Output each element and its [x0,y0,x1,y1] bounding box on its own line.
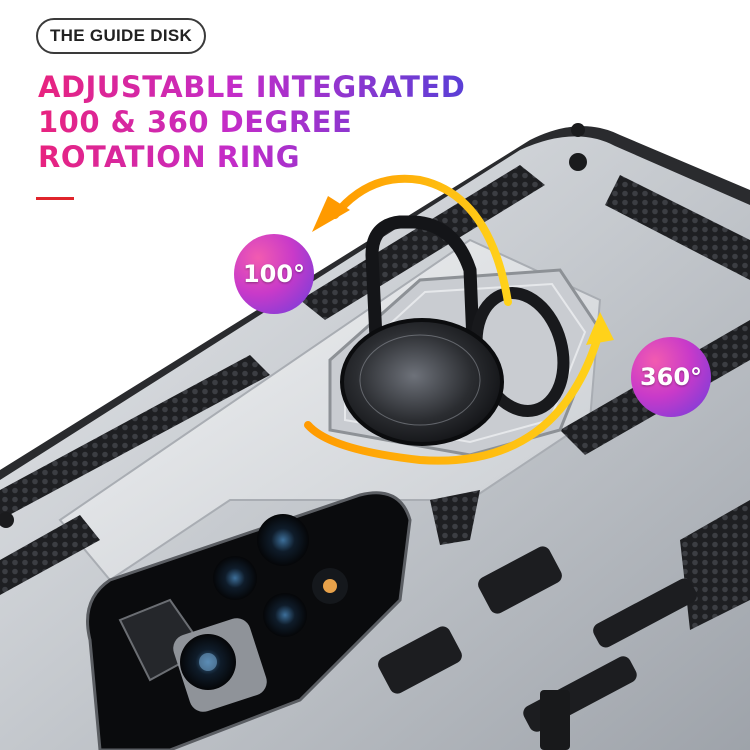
feature-headline: ADJUSTABLE INTEGRATED 100 & 360 DEGREE R… [38,70,465,175]
rotation-arrow-360 [304,312,614,465]
rotation-arrow-100 [312,174,512,306]
case-side-button [478,546,562,614]
accent-divider [36,197,74,200]
headline-line-1: ADJUSTABLE INTEGRATED [38,70,466,104]
camera-module [86,491,412,750]
case-grip-tab [540,690,570,750]
angle-badge-100-text: 100° [242,260,306,288]
case-corner-hole [0,512,14,528]
angle-badge-360-text: 360° [639,363,703,391]
headline-line-3: ROTATION RING [38,140,465,175]
case-corner-hole [571,123,585,137]
headline-line-2: 100 & 360 DEGREE [38,105,465,140]
case-side-button [378,626,462,694]
guide-disk-label: THE GUIDE DISK [36,18,207,54]
angle-badge-360: 360° [631,337,711,417]
case-corner-hole [569,153,587,171]
honeycomb-grip-strips [0,165,750,630]
rotating-disk [340,318,504,446]
guide-disk-text: THE GUIDE DISK [50,26,193,45]
angle-badge-100: 100° [234,234,314,314]
case-side-button [593,578,697,648]
